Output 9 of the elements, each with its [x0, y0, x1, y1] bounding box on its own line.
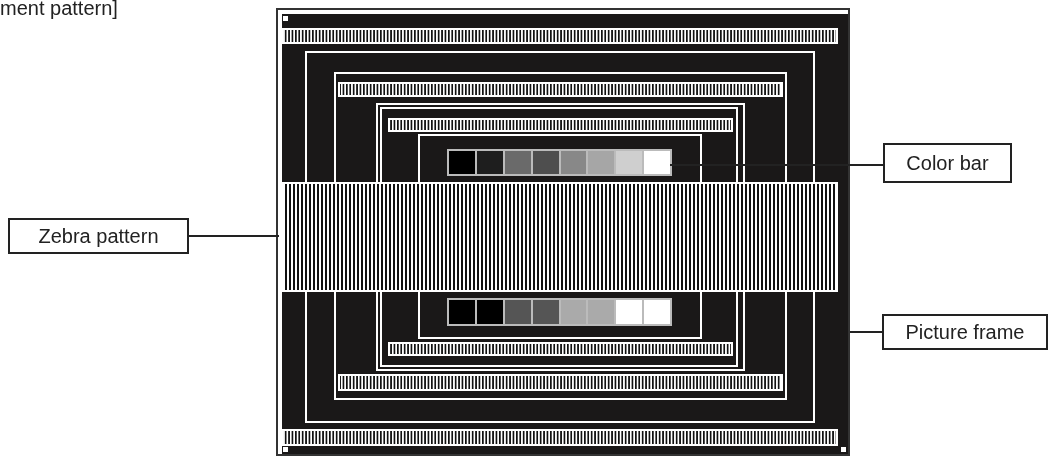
color-bar [447, 149, 672, 176]
leader-line [188, 235, 280, 237]
callout-box: Color bar [883, 143, 1012, 183]
heading-text: ment pattern] [0, 0, 118, 18]
callout-box: Picture frame [882, 314, 1048, 350]
leader-line [849, 331, 883, 333]
callout-box: Zebra pattern [8, 218, 189, 254]
zebra-stripes [281, 182, 838, 292]
color-bar [447, 298, 672, 326]
